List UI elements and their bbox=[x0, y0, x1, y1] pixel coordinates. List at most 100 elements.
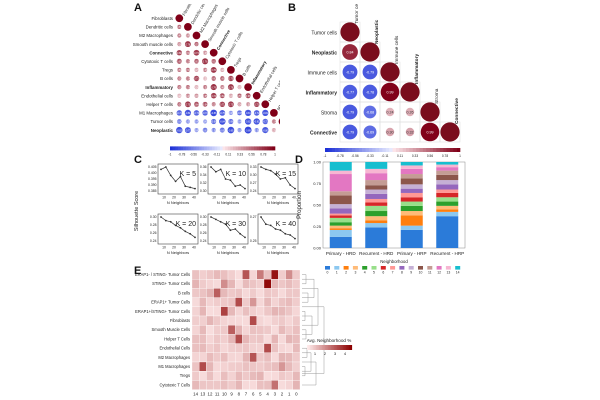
ytick: 0.34 bbox=[200, 173, 207, 177]
heatmap-cell bbox=[220, 361, 229, 372]
col-label: Connective bbox=[454, 98, 460, 124]
xlabel: N Neighbors bbox=[217, 250, 239, 255]
legend-gradient-segment bbox=[317, 345, 320, 350]
colorbar-segment bbox=[331, 148, 336, 152]
corr-dot bbox=[210, 109, 218, 117]
xtick: 30 bbox=[182, 196, 186, 200]
heatmap-cell bbox=[285, 371, 293, 381]
colorbar-segment bbox=[352, 148, 356, 152]
heatmap-cell bbox=[199, 361, 207, 372]
bar-segment bbox=[436, 184, 459, 190]
row-label: Cytotoxic T Cells bbox=[159, 382, 190, 387]
corr-dot bbox=[194, 67, 199, 73]
k-label: K = 5 bbox=[179, 171, 196, 178]
colorbar-segment bbox=[209, 146, 213, 151]
bar-segment bbox=[329, 174, 352, 192]
corr-dot bbox=[270, 109, 278, 117]
xtick: 10 bbox=[162, 246, 166, 250]
legend-label: 5 bbox=[373, 271, 375, 275]
heatmap-cell bbox=[235, 306, 243, 317]
row-label: Endothelial Cells bbox=[160, 346, 191, 351]
corr-dot bbox=[202, 76, 208, 81]
colorbar-segment bbox=[240, 146, 244, 151]
colorbar-segment bbox=[422, 148, 427, 152]
corr-value: 0.75 bbox=[186, 104, 191, 107]
corr-value: -0.81 bbox=[185, 112, 191, 115]
colorbar-segment bbox=[419, 148, 424, 152]
corr-dot bbox=[385, 107, 395, 117]
heatmap-cell bbox=[199, 352, 207, 363]
corr-value: 0.29 bbox=[229, 95, 234, 98]
corr-value: 0.60 bbox=[220, 78, 225, 81]
heatmap-cell bbox=[206, 380, 214, 390]
heatmap-cell bbox=[242, 334, 250, 344]
heatmap-cell bbox=[292, 297, 301, 307]
heatmap-cell bbox=[213, 334, 221, 344]
bar-segment bbox=[400, 168, 423, 175]
row-label: Inflammatory bbox=[306, 90, 338, 96]
silhouette-line bbox=[210, 216, 246, 238]
colorbar-segment bbox=[355, 148, 360, 152]
bar-segment bbox=[400, 165, 423, 169]
ytick: 0.27 bbox=[250, 215, 257, 219]
heatmap-cell bbox=[235, 269, 243, 280]
corr-value: -0.81 bbox=[254, 121, 260, 124]
heatmap-cell bbox=[285, 343, 293, 353]
corr-dot bbox=[405, 107, 415, 117]
heatmap-cell bbox=[242, 269, 250, 280]
colorbar-segment bbox=[392, 148, 397, 152]
colorbar-segment bbox=[382, 148, 387, 152]
silhouette-point bbox=[174, 224, 177, 227]
legend-label: 9 bbox=[410, 271, 412, 275]
corr-dot bbox=[228, 93, 234, 98]
xtick: 20 bbox=[272, 246, 276, 250]
ytick: 0.24 bbox=[200, 239, 207, 243]
col-label: 13 bbox=[200, 392, 205, 397]
heatmap-cell bbox=[227, 325, 236, 335]
col-label: Inflammatory bbox=[414, 54, 420, 84]
colorbar-tick: -0.33 bbox=[201, 152, 208, 156]
heatmap-cell bbox=[227, 297, 236, 307]
corr-value: -0.61 bbox=[202, 129, 208, 132]
heatmap-cell bbox=[271, 371, 279, 381]
corr-dot bbox=[363, 105, 377, 119]
heatmap-cell bbox=[191, 297, 200, 307]
bar-segment bbox=[365, 198, 388, 203]
colorbar-segment bbox=[341, 148, 346, 152]
heatmap-cell bbox=[227, 371, 236, 381]
corr-value: -0.65 bbox=[237, 112, 243, 115]
colorbar-segment bbox=[269, 146, 273, 151]
heatmap-cell bbox=[278, 361, 286, 372]
corr-value: 0.76 bbox=[211, 69, 216, 72]
colorbar-segment bbox=[449, 148, 454, 152]
corr-dot bbox=[185, 84, 191, 90]
heatmap-cell bbox=[191, 269, 200, 280]
bar-segment bbox=[400, 205, 423, 212]
corr-dot bbox=[185, 59, 191, 64]
silhouette-point bbox=[260, 166, 262, 168]
heatmap-cell bbox=[256, 306, 265, 317]
colorbar-tick: 0.78 bbox=[442, 154, 448, 158]
colorbar-segment bbox=[196, 146, 200, 151]
heatmap-cell bbox=[206, 279, 214, 289]
corr-value: -0.75 bbox=[220, 112, 226, 115]
heatmap-cell bbox=[249, 352, 257, 363]
heatmap-cell bbox=[256, 352, 265, 363]
corr-dot bbox=[227, 84, 234, 91]
heatmap-cell bbox=[213, 371, 221, 381]
xtick: 20 bbox=[272, 196, 276, 200]
bar-segment bbox=[329, 217, 352, 223]
bar-segment bbox=[365, 185, 388, 190]
corr-value: 0.99 bbox=[427, 130, 434, 134]
colorbar-segment bbox=[416, 148, 420, 152]
corr-dot bbox=[254, 127, 259, 133]
legend-gradient-segment bbox=[331, 345, 333, 350]
panel-letter-d: D bbox=[295, 154, 303, 166]
bar-segment bbox=[329, 229, 352, 237]
corr-dot bbox=[194, 84, 199, 90]
silhouette-point bbox=[269, 224, 272, 227]
corr-value: -0.81 bbox=[263, 112, 269, 115]
heatmap-cell bbox=[242, 297, 250, 307]
